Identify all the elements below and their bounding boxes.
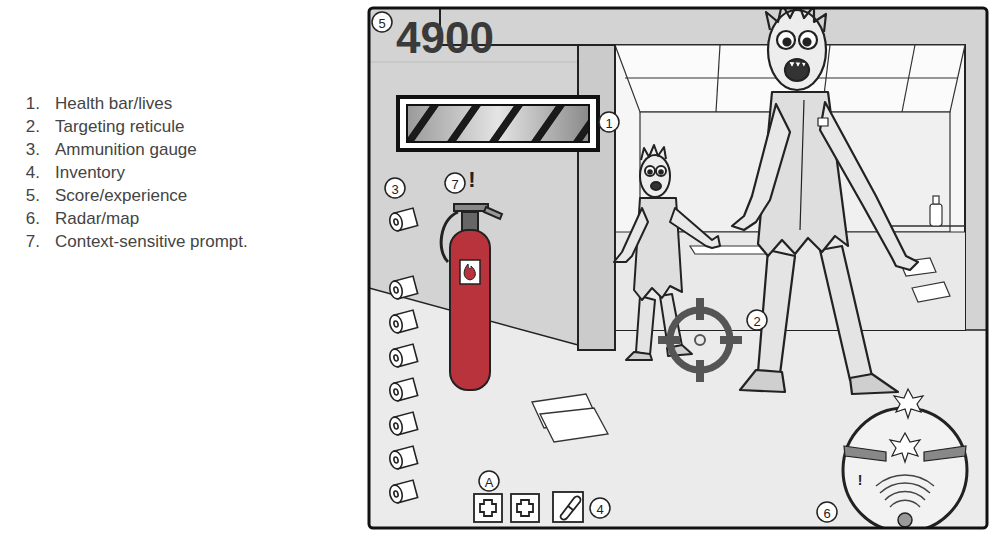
legend-number: 1. bbox=[26, 95, 40, 112]
legend-text: Health bar/lives bbox=[55, 95, 172, 112]
inventory bbox=[474, 492, 583, 522]
callout-circles bbox=[372, 12, 837, 522]
screen-frame bbox=[369, 8, 987, 528]
callout-number: 6 bbox=[823, 506, 830, 519]
callout-number: 1 bbox=[605, 116, 612, 129]
legend-text: Context-sensitive prompt. bbox=[55, 233, 248, 250]
bottle bbox=[930, 196, 942, 226]
score-value: 4900 bbox=[396, 16, 494, 60]
legend-number: 5. bbox=[26, 187, 40, 204]
legend-text: Ammunition gauge bbox=[55, 141, 197, 158]
legend-text: Radar/map bbox=[55, 210, 139, 227]
scene bbox=[369, 8, 987, 528]
radar-map bbox=[843, 408, 967, 528]
hit-marker bbox=[894, 389, 923, 418]
wall-edge bbox=[369, 62, 578, 63]
callout-number: A bbox=[485, 475, 494, 488]
callout-number: 4 bbox=[596, 502, 603, 515]
radar-prompt-icon: ! bbox=[858, 473, 863, 487]
legend-text: Inventory bbox=[55, 164, 125, 181]
ammunition-gauge bbox=[388, 208, 418, 504]
fire-extinguisher bbox=[441, 204, 502, 390]
callout-number: 5 bbox=[378, 16, 385, 29]
callout-number: 3 bbox=[391, 182, 398, 195]
callout-number: 2 bbox=[753, 314, 760, 327]
health-bar bbox=[398, 97, 598, 150]
paper bbox=[912, 282, 950, 302]
pillar bbox=[578, 45, 615, 350]
callout-number: 7 bbox=[451, 177, 458, 190]
targeting-reticule bbox=[658, 298, 742, 382]
legend-number: 2. bbox=[26, 118, 40, 135]
papers bbox=[532, 394, 608, 442]
legend-number: 4. bbox=[26, 164, 40, 181]
legend-number: 3. bbox=[26, 141, 40, 158]
zombie bbox=[614, 145, 720, 360]
legend-text: Targeting reticule bbox=[55, 118, 184, 135]
prompt-icon: ! bbox=[468, 169, 475, 191]
legend-number: 6. bbox=[26, 210, 40, 227]
legend-number: 7. bbox=[26, 233, 40, 250]
zombie bbox=[732, 8, 918, 394]
legend-text: Score/experience bbox=[55, 187, 187, 204]
